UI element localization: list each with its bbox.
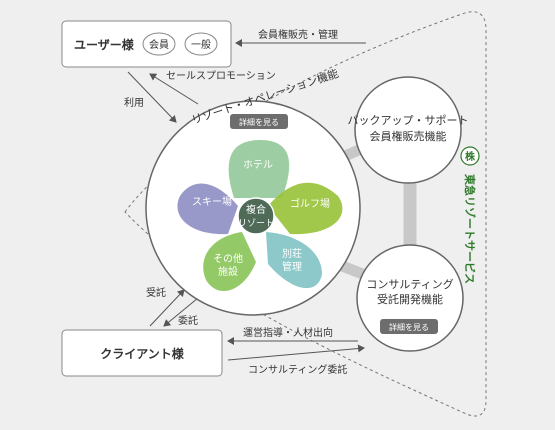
arrow-use [127, 71, 177, 123]
arrow-commission-down [163, 297, 199, 327]
backup-line1: バックアップ・サポート [348, 114, 469, 127]
petal-hotel [228, 140, 290, 198]
label-sales-promotion: セールスプロモーション [166, 70, 276, 82]
client-title: クライアント様 [100, 346, 185, 361]
user-title: ユーザー様 [74, 37, 135, 52]
label-operation-guidance: 運営指導・人材出向 [243, 326, 333, 339]
consulting-detail-label: 詳細を見る [389, 322, 429, 332]
badge-member: 会員 [149, 38, 169, 51]
label-commission-down: 委託 [178, 314, 198, 327]
client-box: クライアント様 [61, 329, 223, 377]
petal-other-line2: 施設 [218, 265, 238, 278]
petal-hotel-label: ホテル [243, 159, 273, 171]
petal-ski [177, 183, 238, 235]
petal-ski-label: スキー場 [192, 195, 232, 208]
petal-other-line1: その他 [213, 252, 243, 265]
petal-golf [268, 182, 343, 235]
petal-golf-label: ゴルフ場 [290, 197, 330, 210]
petal-other [203, 232, 256, 292]
company-name: 東急リゾートサービス [463, 174, 477, 284]
consulting-line2: 受託開発機能 [377, 292, 443, 306]
label-commission-up: 受託 [146, 286, 166, 299]
backup-support-circle: バックアップ・サポート 会員権販売機能 [348, 76, 469, 184]
resort-detail-button[interactable]: 詳細を見る [230, 114, 288, 129]
core-line1: 複合 [246, 203, 266, 216]
consulting-line1: コンサルティング [366, 277, 453, 291]
arrow-commission-up [149, 289, 185, 327]
arrow-sales-promotion [149, 73, 199, 105]
company-mark: 株 [465, 150, 476, 163]
consulting-circle: コンサルティング 受託開発機能 [356, 244, 464, 352]
arrow-consulting-commission [227, 344, 365, 361]
petal-villa-line2: 管理 [282, 260, 302, 273]
label-consulting-commission: コンサルティング委託 [248, 363, 347, 376]
petal-group [177, 140, 343, 292]
core-circle [237, 197, 275, 235]
label-use: 利用 [124, 97, 144, 109]
badge-general: 一般 [191, 38, 211, 51]
petal-villa-line1: 別荘 [282, 248, 302, 260]
label-member-sales: 会員権販売・管理 [258, 28, 338, 41]
core-line2: リゾート [238, 218, 274, 229]
petal-villa [266, 232, 322, 289]
backup-line2: 会員権販売機能 [370, 129, 447, 143]
company-label: 株 東急リゾートサービス [460, 146, 480, 284]
consulting-detail-button[interactable]: 詳細を見る [380, 319, 438, 334]
resort-detail-label: 詳細を見る [239, 117, 279, 127]
user-box: ユーザー様 会員 一般 [61, 20, 232, 68]
